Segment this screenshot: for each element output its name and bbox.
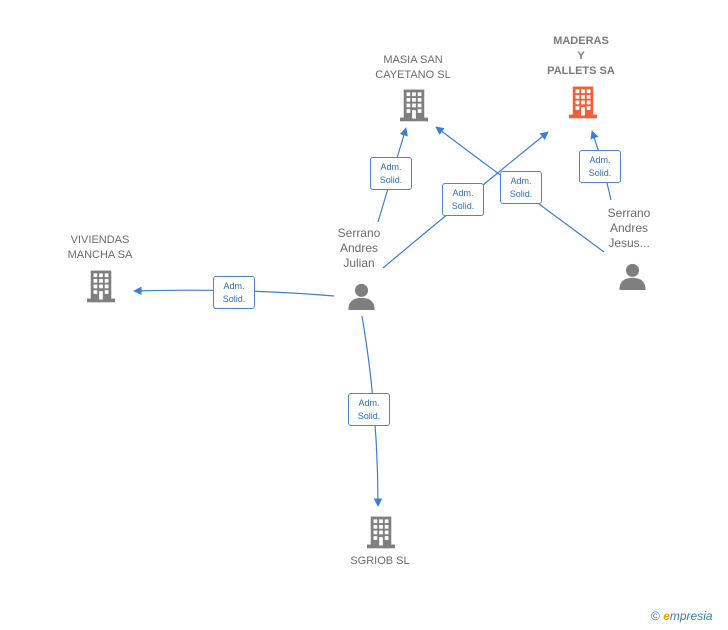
relation-type: Solid. — [379, 175, 403, 185]
person-label-julian[interactable]: Serrano Andres Julian — [337, 226, 381, 270]
footer-brand[interactable]: © empresia — [651, 609, 713, 623]
building-icon-sgriob[interactable] — [367, 516, 395, 549]
relation-type: Solid. — [222, 294, 246, 304]
relation-badge-julian-sgriob[interactable]: Adm. Solid. — [348, 393, 390, 426]
copyright-icon: © — [651, 609, 660, 623]
relation-role: Adm. — [380, 162, 402, 172]
building-icon-masia[interactable] — [400, 89, 428, 122]
relation-role: Adm. — [452, 188, 474, 198]
relation-badge-julian-masia[interactable]: Adm. Solid. — [370, 157, 412, 190]
relation-badge-jesus-masia[interactable]: Adm. Solid. — [500, 171, 542, 204]
company-label-sgriob[interactable]: SGRIOB SL — [350, 555, 410, 567]
building-icon-viviendas[interactable] — [87, 270, 115, 303]
relation-role: Adm. — [589, 155, 611, 165]
company-label-maderas[interactable]: MADERAS Y PALLETS SA — [547, 35, 615, 77]
person-icon-julian[interactable] — [348, 283, 375, 310]
relation-badge-julian-viviendas[interactable]: Adm. Solid. — [213, 276, 255, 309]
relation-role: Adm. — [510, 176, 532, 186]
relation-role: Adm. — [358, 398, 380, 408]
person-icon-jesus[interactable] — [619, 263, 646, 290]
building-icon-maderas[interactable] — [569, 86, 597, 119]
graph-nodes — [87, 86, 646, 549]
relation-type: Solid. — [588, 168, 612, 178]
relation-badge-jesus-maderas[interactable]: Adm. Solid. — [579, 150, 621, 183]
relation-type: Solid. — [451, 201, 475, 211]
relation-role: Adm. — [223, 281, 245, 291]
relation-type: Solid. — [357, 411, 381, 421]
company-label-masia[interactable]: MASIA SAN CAYETANO SL — [375, 54, 451, 81]
relation-badge-julian-maderas[interactable]: Adm. Solid. — [442, 183, 484, 216]
brand-logo: empresia — [663, 609, 713, 623]
relation-type: Solid. — [509, 189, 533, 199]
company-label-viviendas[interactable]: VIVIENDAS MANCHA SA — [67, 234, 133, 261]
person-label-jesus[interactable]: Serrano Andres Jesus... — [607, 206, 651, 250]
